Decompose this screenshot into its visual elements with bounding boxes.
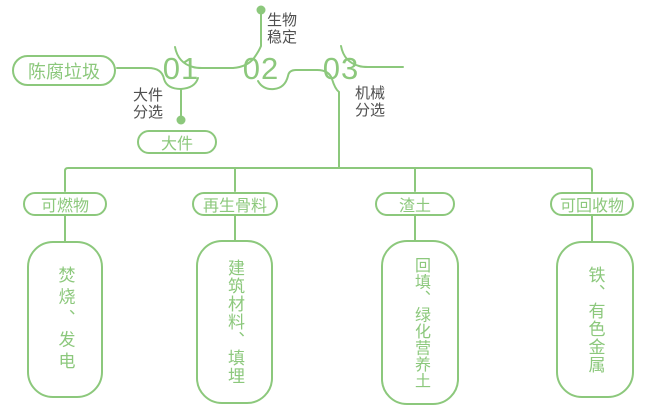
category-label: 再生骨料 [202, 198, 267, 215]
connector-dot [256, 5, 266, 15]
source-pill: 陈腐垃圾 [12, 55, 116, 86]
step-number-02: 02 [242, 51, 280, 86]
branch-bar [64, 167, 593, 192]
flow-overarc-03 [340, 45, 404, 68]
category-label: 渣土 [398, 198, 431, 215]
drop-line-03 [316, 69, 340, 169]
result-box-metals: 铁、有色金属 [556, 241, 634, 398]
result-box-construction-material: 建筑材料、填埋 [196, 240, 273, 404]
flow-overarc-01 [174, 46, 234, 69]
result-text: 建筑材料、填埋 [225, 259, 244, 385]
step-label-mechanical-sorting: 机械分选 [355, 85, 386, 119]
step-number-01: 01 [162, 51, 200, 86]
step-label-bulky-sorting: 大件分选 [133, 87, 164, 121]
category-pill-combustible: 可燃物 [23, 192, 107, 216]
flow-swash-01 [147, 67, 199, 91]
category-label: 可燃物 [40, 198, 89, 215]
result-text: 回填、绿化营养土 [412, 256, 429, 389]
category-label: 可回收物 [559, 198, 624, 215]
result-box-backfill: 回填、绿化营养土 [381, 240, 459, 405]
category-pill-slag-soil: 渣土 [375, 192, 455, 216]
category-pill-recycled-aggregate: 再生骨料 [192, 192, 278, 216]
result-box-incineration: 焚烧、发电 [27, 241, 103, 398]
step-number-03: 03 [322, 51, 360, 86]
step-label-bio-stabilization: 生物稳定 [267, 12, 298, 46]
result-text: 焚烧、发电 [55, 265, 75, 374]
bulky-item-label: 大件 [160, 136, 193, 153]
source-label: 陈腐垃圾 [28, 61, 100, 82]
riser-line-02 [232, 13, 262, 69]
connector-dot [176, 115, 186, 125]
result-text: 铁、有色金属 [585, 265, 605, 374]
flow-curl-02 [257, 69, 318, 91]
category-pill-recyclable: 可回收物 [550, 192, 634, 216]
bulky-item-pill: 大件 [137, 130, 217, 154]
